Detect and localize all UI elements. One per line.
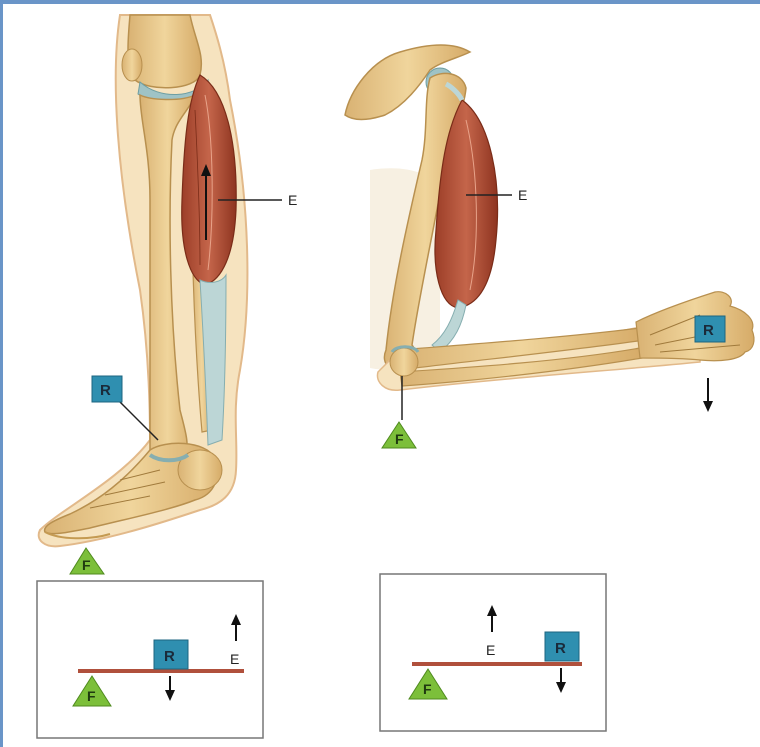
lever-schematic-left: R F E: [37, 581, 263, 738]
inset-left-resistance-label: R: [164, 648, 175, 665]
arm-resistance-label: R: [703, 322, 714, 339]
arrow-down-icon: [703, 401, 713, 412]
leg-fulcrum: F: [70, 548, 104, 574]
arm-resistance-box: R: [695, 316, 725, 342]
arm-fulcrum: F: [382, 422, 416, 448]
patella: [122, 49, 142, 81]
lever-schematic-right: R F E: [380, 574, 606, 731]
arm-illustration: [345, 45, 754, 420]
inset-left-fulcrum-label: F: [87, 688, 96, 704]
elbow-joint: [390, 348, 418, 376]
leg-resistance-label: R: [100, 382, 111, 399]
leg-fulcrum-label: F: [82, 557, 91, 573]
arm-fulcrum-label: F: [395, 431, 404, 447]
arm-effort-label: E: [518, 187, 527, 203]
leg-effort-label: E: [288, 192, 297, 208]
inset-right-fulcrum-label: F: [423, 681, 432, 697]
inset-right-resistance-label: R: [555, 640, 566, 657]
leg-resistance-box: R: [92, 376, 122, 402]
inset-right-effort-label: E: [486, 642, 495, 658]
inset-left-effort-label: E: [230, 651, 239, 667]
leg-illustration: [39, 15, 282, 546]
